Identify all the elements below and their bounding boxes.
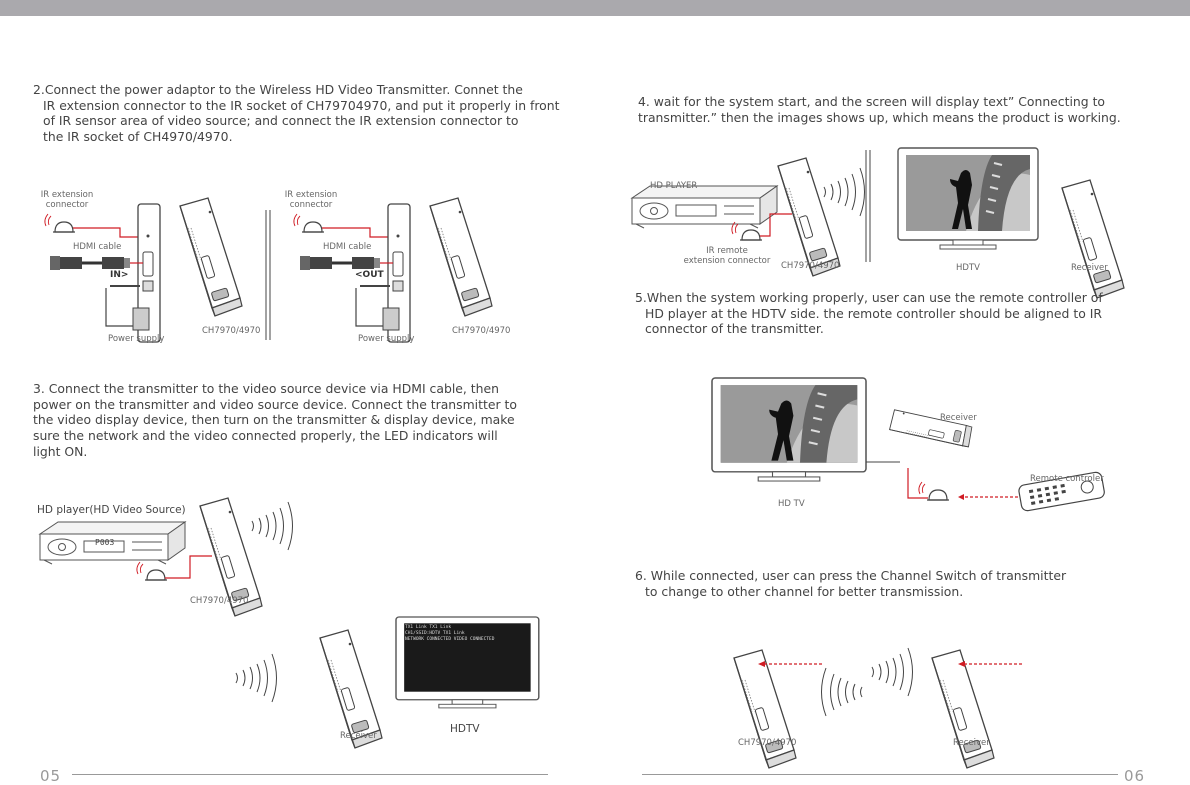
- ir-head-icon: [44, 213, 76, 233]
- step4-ir-label: IR remote extension connector: [672, 246, 782, 266]
- step6-model-label: CH7970/4970: [738, 738, 797, 748]
- step5-text: 5.When the system working properly, user…: [635, 290, 1103, 337]
- wireless-waves-icon: [251, 501, 293, 551]
- step3-tv-label: HDTV: [450, 723, 480, 735]
- step4-tv-label: HDTV: [956, 263, 980, 273]
- step4-line: 4. wait for the system start, and the sc…: [638, 94, 1106, 109]
- player-display-text: P003: [95, 538, 114, 547]
- step3-model-label: CH7970/4970: [190, 596, 249, 606]
- step4-diagram: [631, 147, 1125, 299]
- ir-label-line: connector: [289, 200, 333, 210]
- page-number-left: 05: [40, 767, 62, 785]
- step5-line: 5.When the system working properly, user…: [635, 290, 1103, 305]
- top-bar: [0, 0, 1190, 16]
- remote-control-icon: [1018, 471, 1105, 512]
- ir-label-line: IR remote: [706, 246, 748, 256]
- step3-diagram: P003: [39, 497, 540, 749]
- step3-text: 3. Connect the transmitter to the video …: [33, 381, 517, 460]
- step6-diagram: [733, 647, 1022, 769]
- step4-line: transmitter.” then the images shows up, …: [638, 109, 1121, 125]
- step6-line: to change to other channel for better tr…: [645, 583, 964, 599]
- fig2-power-label: Power supply: [358, 334, 415, 344]
- receiver-flat-icon: [884, 388, 979, 469]
- step6-text: 6. While connected, user can press the C…: [635, 568, 1066, 599]
- step2-text: 2.Connect the power adaptor to the Wirel…: [33, 82, 559, 145]
- screen-line: NETWORK CONNECTED VIDEO CONNECTED: [405, 637, 495, 642]
- fig1-hdmi-label: HDMI cable: [73, 242, 122, 252]
- footer-rule-left: [72, 774, 548, 775]
- tv-screen-text: TX1 Link TX1 Link CH1/SSID:HDTV TX1 Link…: [405, 625, 494, 643]
- step2-line: 2.Connect the power adaptor to the Wirel…: [33, 82, 523, 97]
- transmitter-icon: [179, 197, 243, 317]
- step3-line: 3. Connect the transmitter to the video …: [33, 381, 499, 396]
- page-number-right: 06: [1124, 767, 1146, 785]
- step4-receiver-label: Receiver: [1071, 263, 1108, 273]
- step5-tv-label: HD TV: [778, 499, 805, 509]
- step5-diagram: [711, 377, 1105, 512]
- step3-line: the video display device, then turn on t…: [33, 412, 515, 428]
- step2-line: the IR socket of CH4970/4970.: [43, 129, 233, 145]
- screen-line: CH1/SSID:HDTV TX1 Link: [405, 631, 465, 636]
- step2-line: IR extension connector to the IR socket …: [43, 97, 560, 113]
- ir-label-line: extension connector: [683, 256, 771, 266]
- step2-line: of IR sensor area of video source; and c…: [43, 113, 519, 129]
- fig1-diagram: [44, 197, 271, 343]
- fig1-power-label: Power supply: [108, 334, 165, 344]
- step4-model-label: CH7970/4970: [781, 261, 840, 271]
- step5-line: connector of the transmitter.: [645, 321, 824, 337]
- hdmi-cable-icon: [50, 256, 143, 270]
- step6-receiver-label: Receiver: [953, 738, 990, 748]
- ir-label-line: connector: [45, 200, 89, 210]
- fig2-port-label: <OUT: [355, 270, 384, 280]
- step3-line: sure the network and the video connected…: [33, 428, 498, 444]
- step6-line: 6. While connected, user can press the C…: [635, 568, 1067, 583]
- fig2-ir-label: IR extension connector: [282, 190, 340, 210]
- fig1-ir-label: IR extension connector: [38, 190, 96, 210]
- step3-line: light ON.: [33, 443, 88, 459]
- step4-player-label: HD PLAYER: [650, 181, 698, 191]
- fig2-hdmi-label: HDMI cable: [323, 242, 372, 252]
- hd-source-label: HD player(HD Video Source): [37, 504, 186, 516]
- power-plug-icon: [132, 307, 150, 331]
- screen-line: TX1 Link TX1 Link: [405, 625, 452, 630]
- ir-label-line: IR extension: [284, 190, 338, 200]
- step5-remote-label: Remote controler: [1030, 474, 1104, 484]
- ir-label-line: IR extension: [40, 190, 94, 200]
- fig2-model-label: CH7970/4970: [452, 326, 511, 336]
- fig1-port-label: IN>: [110, 270, 129, 280]
- step3-line: power on the transmitter and video sourc…: [33, 396, 517, 412]
- footer-rule-right: [642, 774, 1118, 775]
- fig1-model-label: CH7970/4970: [202, 326, 261, 336]
- step5-receiver-label: Receiver: [940, 413, 977, 423]
- step5-line: HD player at the HDTV side. the remote c…: [645, 305, 1102, 321]
- step4-text: 4. wait for the system start, and the sc…: [638, 94, 1121, 125]
- step3-receiver-label: Receiver: [340, 731, 377, 741]
- fig2-diagram: [293, 197, 493, 343]
